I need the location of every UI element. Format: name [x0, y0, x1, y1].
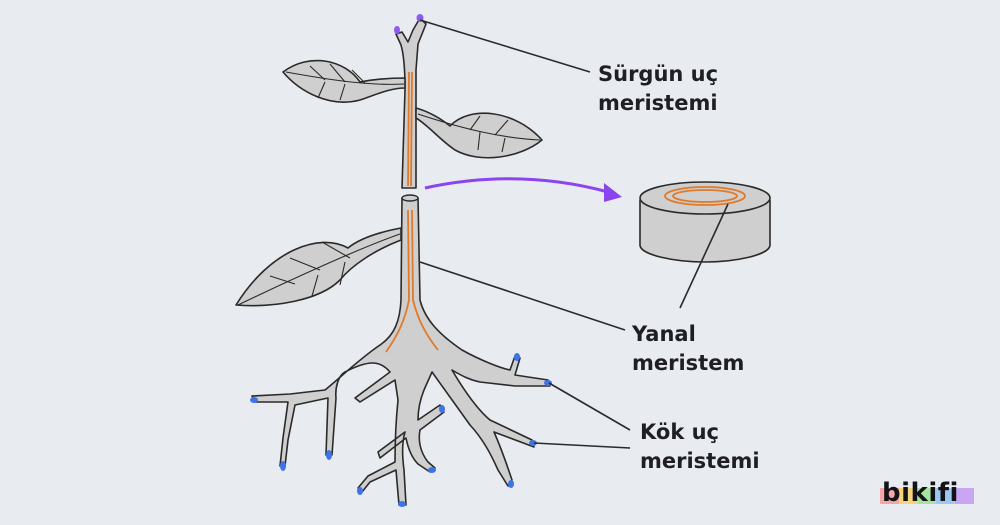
lower-vascular-line: [385, 209, 439, 353]
root-meristem-label: Kök uç meristemi: [640, 420, 760, 473]
lower-stem-and-roots: [251, 197, 551, 506]
root-tip: [514, 353, 520, 361]
root-leader-line-2: [533, 442, 631, 449]
root-tip: [529, 440, 537, 446]
brand-name: bikifi: [882, 478, 959, 508]
root-tip: [250, 397, 258, 403]
stem-cut-ellipse: [401, 194, 419, 202]
cambium-ring-outer: [664, 186, 746, 206]
arrow-head: [604, 183, 622, 202]
cross-section-arrow: [424, 177, 609, 194]
root-tip: [508, 480, 514, 488]
root-tip: [280, 461, 286, 471]
upper-left-leaf-midrib: [285, 71, 405, 85]
cambium-ring-inner: [672, 189, 738, 203]
root-tip: [544, 380, 552, 386]
upper-vascular-line: [407, 71, 413, 187]
cross-section-side: [639, 199, 771, 263]
cross-section-leader-line: [679, 203, 729, 309]
upper-right-leaf-midrib: [417, 113, 541, 141]
root-tip: [439, 405, 445, 413]
brand-color-bars: [880, 488, 974, 504]
root-tip: [398, 501, 406, 507]
upper-right-leaf: [415, 107, 543, 159]
root-tip: [357, 487, 363, 495]
lateral-meristem-label: Yanal meristem: [632, 322, 745, 375]
root-tip: [428, 467, 436, 473]
shoot-tip-left: [394, 26, 400, 34]
brand-logo: bikifi: [880, 478, 980, 510]
shoot-leader-line: [419, 19, 591, 73]
root-leader-line-1: [548, 382, 631, 431]
root-tip: [326, 450, 332, 460]
lateral-leader-line: [419, 261, 626, 331]
shoot-meristem-label: Sürgün uç meristemi: [598, 62, 719, 115]
lower-leaf-midrib: [237, 233, 401, 306]
